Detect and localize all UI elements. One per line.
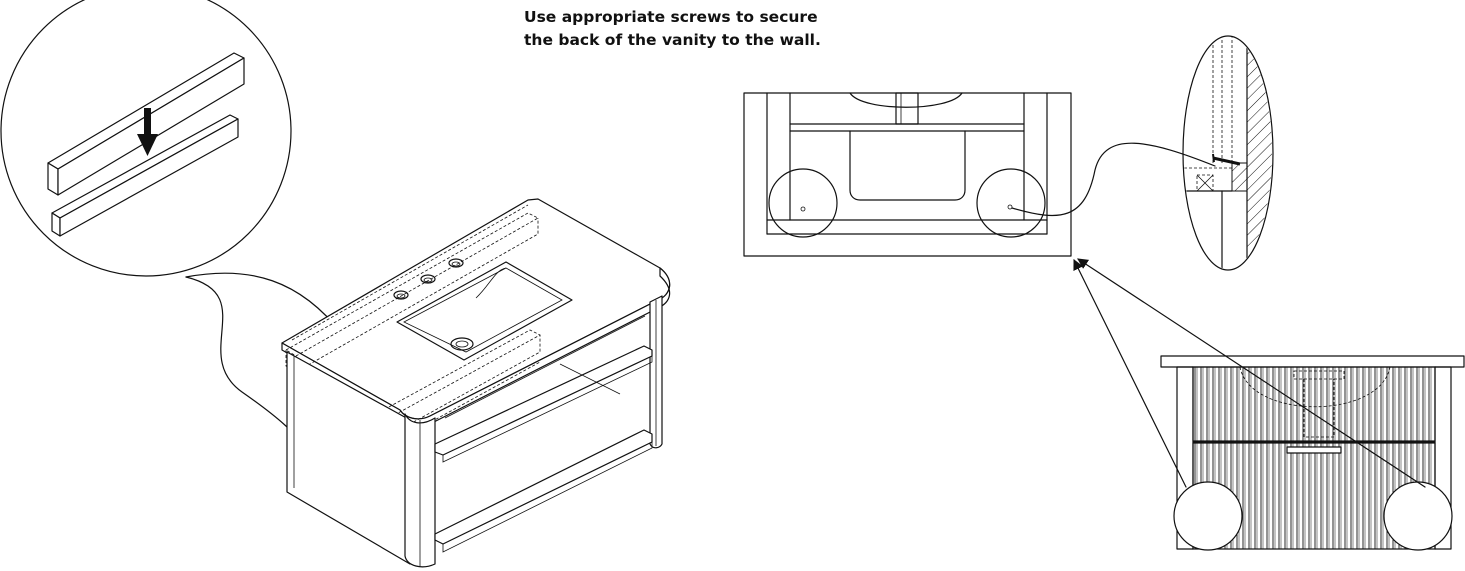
drawer-handle bbox=[1286, 446, 1342, 454]
down-arrow-icon bbox=[137, 108, 158, 156]
lower-cleat bbox=[51, 114, 239, 237]
upper-drawer bbox=[1192, 366, 1436, 442]
cabinet-front-view bbox=[743, 92, 1216, 257]
pointer-arrow-icon bbox=[1073, 258, 1426, 488]
vanity-front-elevation bbox=[1160, 355, 1465, 551]
screw-location-left bbox=[768, 168, 838, 238]
lower-shelf bbox=[434, 429, 653, 545]
cabinet-outline bbox=[743, 92, 1072, 257]
detail-circle bbox=[0, 0, 292, 277]
wall-hatch-icon bbox=[1247, 37, 1272, 269]
section-ellipse bbox=[1182, 35, 1274, 271]
instruction-text: Use appropriate screws to secure the bac… bbox=[524, 6, 884, 52]
screw-location-right bbox=[976, 168, 1046, 238]
leader-wall-detail bbox=[1011, 142, 1216, 217]
vanity-isometric bbox=[281, 198, 671, 568]
instruction-line-2: the back of the vanity to the wall. bbox=[524, 31, 821, 49]
top-slab bbox=[1160, 355, 1465, 368]
lower-right-callout bbox=[1383, 481, 1453, 551]
instruction-line-1: Use appropriate screws to secure bbox=[524, 8, 818, 26]
drain bbox=[450, 337, 474, 351]
screw-icon bbox=[1212, 153, 1241, 166]
cleat-detail-callout bbox=[0, 0, 343, 463]
lower-left-callout bbox=[1173, 481, 1243, 551]
wall-section-detail bbox=[1182, 35, 1274, 271]
basin bbox=[396, 261, 573, 361]
